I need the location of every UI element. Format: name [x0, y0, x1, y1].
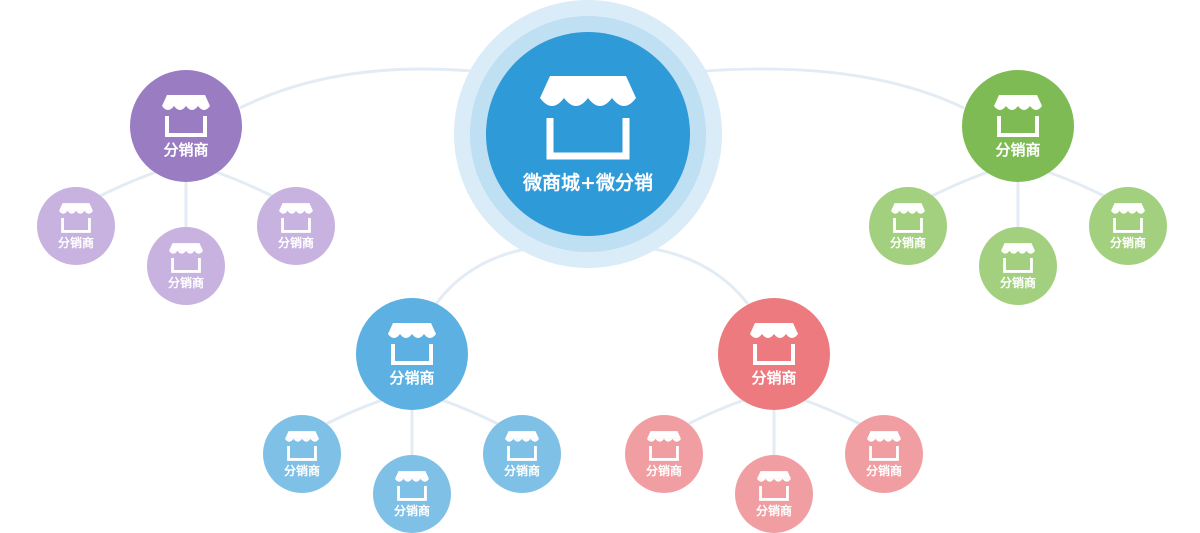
distributor-red-label: 分销商 [751, 368, 797, 387]
distributor-red: 分销商 [718, 298, 830, 410]
sub-distributor-blue-3: 分销商 [483, 415, 561, 493]
connector-green-child-1 [931, 170, 989, 198]
sub-distributor-purple-3-label: 分销商 [277, 236, 314, 250]
center-node: 微商城+微分销 [486, 32, 690, 236]
distributor-purple: 分销商 [130, 70, 242, 182]
connector-center-to-blue [434, 246, 533, 305]
shop-awning-icon [540, 75, 636, 159]
connector-center-to-red [647, 246, 750, 305]
shop-awning-icon [757, 471, 791, 501]
shop-awning-icon [169, 243, 203, 273]
connector-green-child-3 [1047, 170, 1105, 198]
connector-blue-child-3 [441, 398, 499, 426]
sub-distributor-blue-3-label: 分销商 [503, 464, 540, 478]
sub-distributor-red-1: 分销商 [625, 415, 703, 493]
sub-distributor-red-1-label: 分销商 [645, 464, 682, 478]
sub-distributor-red-3: 分销商 [845, 415, 923, 493]
sub-distributor-red-3-label: 分销商 [865, 464, 902, 478]
sub-distributor-purple-2: 分销商 [147, 227, 225, 305]
distributor-green-label: 分销商 [995, 140, 1041, 159]
connector-center-to-purple [239, 67, 485, 110]
shop-awning-icon [1111, 203, 1145, 233]
sub-distributor-green-3-label: 分销商 [1109, 236, 1146, 250]
connector-blue-child-1 [325, 398, 383, 426]
sub-distributor-red-2-label: 分销商 [755, 504, 792, 518]
shop-awning-icon [279, 203, 313, 233]
connector-red-child-1 [687, 398, 745, 426]
sub-distributor-blue-2: 分销商 [373, 455, 451, 533]
sub-distributor-purple-1: 分销商 [37, 187, 115, 265]
shop-awning-icon [891, 203, 925, 233]
shop-awning-icon [505, 431, 539, 461]
shop-awning-icon [1001, 243, 1035, 273]
connector-center-to-green [691, 67, 965, 110]
sub-distributor-purple-2-label: 分销商 [167, 276, 204, 290]
distributor-purple-label: 分销商 [163, 140, 209, 159]
shop-awning-icon [994, 94, 1042, 137]
shop-awning-icon [395, 471, 429, 501]
sub-distributor-green-3: 分销商 [1089, 187, 1167, 265]
shop-awning-icon [647, 431, 681, 461]
sub-distributor-purple-3: 分销商 [257, 187, 335, 265]
distributor-blue: 分销商 [356, 298, 468, 410]
shop-awning-icon [750, 322, 798, 365]
shop-awning-icon [867, 431, 901, 461]
shop-awning-icon [59, 203, 93, 233]
distributor-green: 分销商 [962, 70, 1074, 182]
shop-awning-icon [388, 322, 436, 365]
sub-distributor-green-2-label: 分销商 [999, 276, 1036, 290]
sub-distributor-purple-1-label: 分销商 [57, 236, 94, 250]
shop-awning-icon [285, 431, 319, 461]
distributor-blue-label: 分销商 [389, 368, 435, 387]
sub-distributor-blue-1: 分销商 [263, 415, 341, 493]
sub-distributor-blue-2-label: 分销商 [393, 504, 430, 518]
connector-red-child-3 [803, 398, 861, 426]
sub-distributor-red-2: 分销商 [735, 455, 813, 533]
sub-distributor-green-1: 分销商 [869, 187, 947, 265]
connector-purple-child-1 [99, 170, 157, 198]
shop-awning-icon [162, 94, 210, 137]
sub-distributor-green-2: 分销商 [979, 227, 1057, 305]
sub-distributor-blue-1-label: 分销商 [283, 464, 320, 478]
sub-distributor-green-1-label: 分销商 [889, 236, 926, 250]
center-label: 微商城+微分销 [523, 171, 653, 194]
connector-purple-child-3 [215, 170, 273, 198]
